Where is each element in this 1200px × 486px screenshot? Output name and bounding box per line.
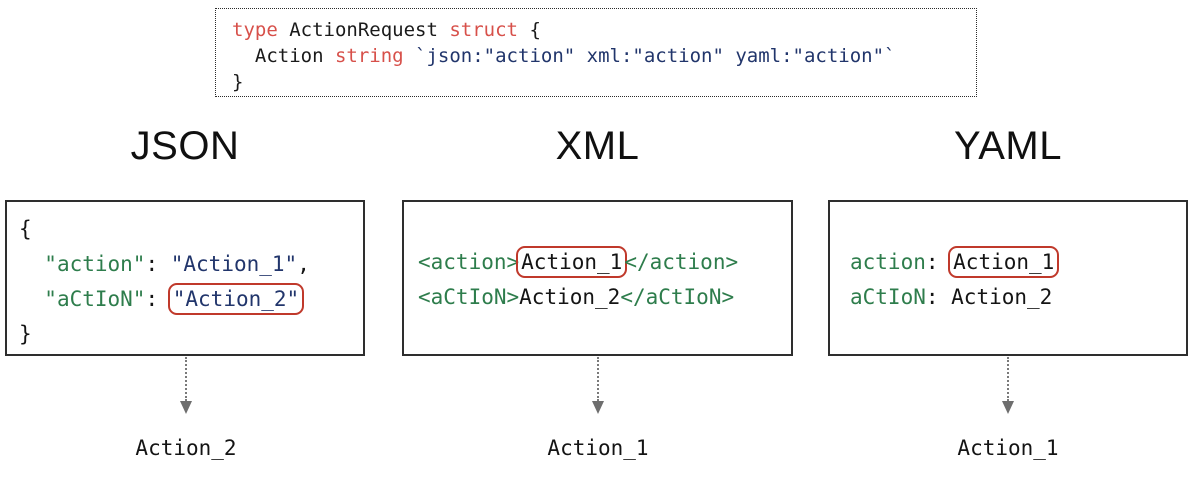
struct-field-tag: `json:"action" xml:"action" yaml:"action…: [403, 45, 896, 67]
keyword-type: type: [232, 19, 278, 41]
json-key-action-mixedcase: "aCtIoN": [44, 287, 146, 311]
keyword-struct: struct: [449, 19, 518, 41]
yaml-line1-colon: :: [925, 250, 952, 274]
arrow-down-icon-json: [179, 357, 193, 419]
output-label-yaml: Action_1: [957, 436, 1059, 460]
xml-close-tag-action: </action>: [624, 250, 739, 274]
json-value-action-1: "Action_1": [170, 252, 298, 276]
arrow-head: [180, 401, 192, 414]
xml-close-tag-action-mixedcase: </aCtIoN>: [620, 285, 735, 309]
json-line2-colon: :: [145, 287, 171, 311]
yaml-highlighted-value: Action_1: [948, 246, 1060, 278]
arrow-head: [592, 401, 604, 414]
yaml-value-action-2: Action_2: [951, 285, 1053, 309]
xml-highlighted-value: Action_1: [516, 246, 628, 278]
arrow-stem: [185, 357, 187, 401]
arrow-down-icon-yaml: [1001, 357, 1015, 419]
json-key-action: "action": [44, 252, 146, 276]
xml-open-tag-action-mixedcase: <aCtIoN>: [418, 285, 520, 309]
heading-yaml: YAML: [954, 124, 1062, 168]
json-code-text: { "action": "Action_1", "aCtIoN": "Actio…: [19, 212, 310, 352]
struct-type-name: ActionRequest: [277, 19, 450, 41]
go-struct-code-text: type ActionRequest struct { Action strin…: [232, 17, 896, 95]
yaml-key-action: action: [850, 250, 926, 274]
xml-code-text: <action>Action_1</action> <aCtIoN>Action…: [418, 245, 738, 315]
keyword-string: string: [334, 45, 404, 67]
struct-close-brace: }: [232, 71, 244, 93]
output-label-xml: Action_1: [547, 436, 649, 460]
yaml-code-text: action: Action_1 aCtIoN: Action_2: [850, 245, 1060, 315]
arrow-stem: [1007, 357, 1009, 401]
json-line1-comma: ,: [297, 252, 310, 276]
output-label-json: Action_2: [135, 436, 237, 460]
field-indent: [232, 45, 255, 67]
panel-yaml: action: Action_1 aCtIoN: Action_2: [828, 200, 1188, 356]
json-line1-indent: [19, 252, 44, 276]
yaml-line2-colon: :: [925, 285, 952, 309]
heading-json: JSON: [130, 124, 240, 168]
field-name-action: Action: [254, 45, 335, 67]
panel-json: { "action": "Action_1", "aCtIoN": "Actio…: [5, 200, 365, 356]
json-line1-colon: :: [145, 252, 171, 276]
heading-xml: XML: [555, 124, 640, 168]
go-struct-code-block: type ActionRequest struct { Action strin…: [215, 8, 977, 97]
xml-open-tag-action: <action>: [418, 250, 520, 274]
struct-open-brace: {: [518, 19, 541, 41]
panel-xml: <action>Action_1</action> <aCtIoN>Action…: [402, 200, 793, 356]
json-open-brace: {: [19, 217, 32, 241]
arrow-down-icon-xml: [591, 357, 605, 419]
yaml-key-action-mixedcase: aCtIoN: [850, 285, 926, 309]
xml-value-action-2: Action_2: [519, 285, 621, 309]
arrow-head: [1002, 401, 1014, 414]
json-line2-indent: [19, 287, 44, 311]
arrow-stem: [597, 357, 599, 401]
json-close-brace: }: [19, 322, 32, 346]
json-highlighted-value: "Action_2": [167, 283, 305, 315]
